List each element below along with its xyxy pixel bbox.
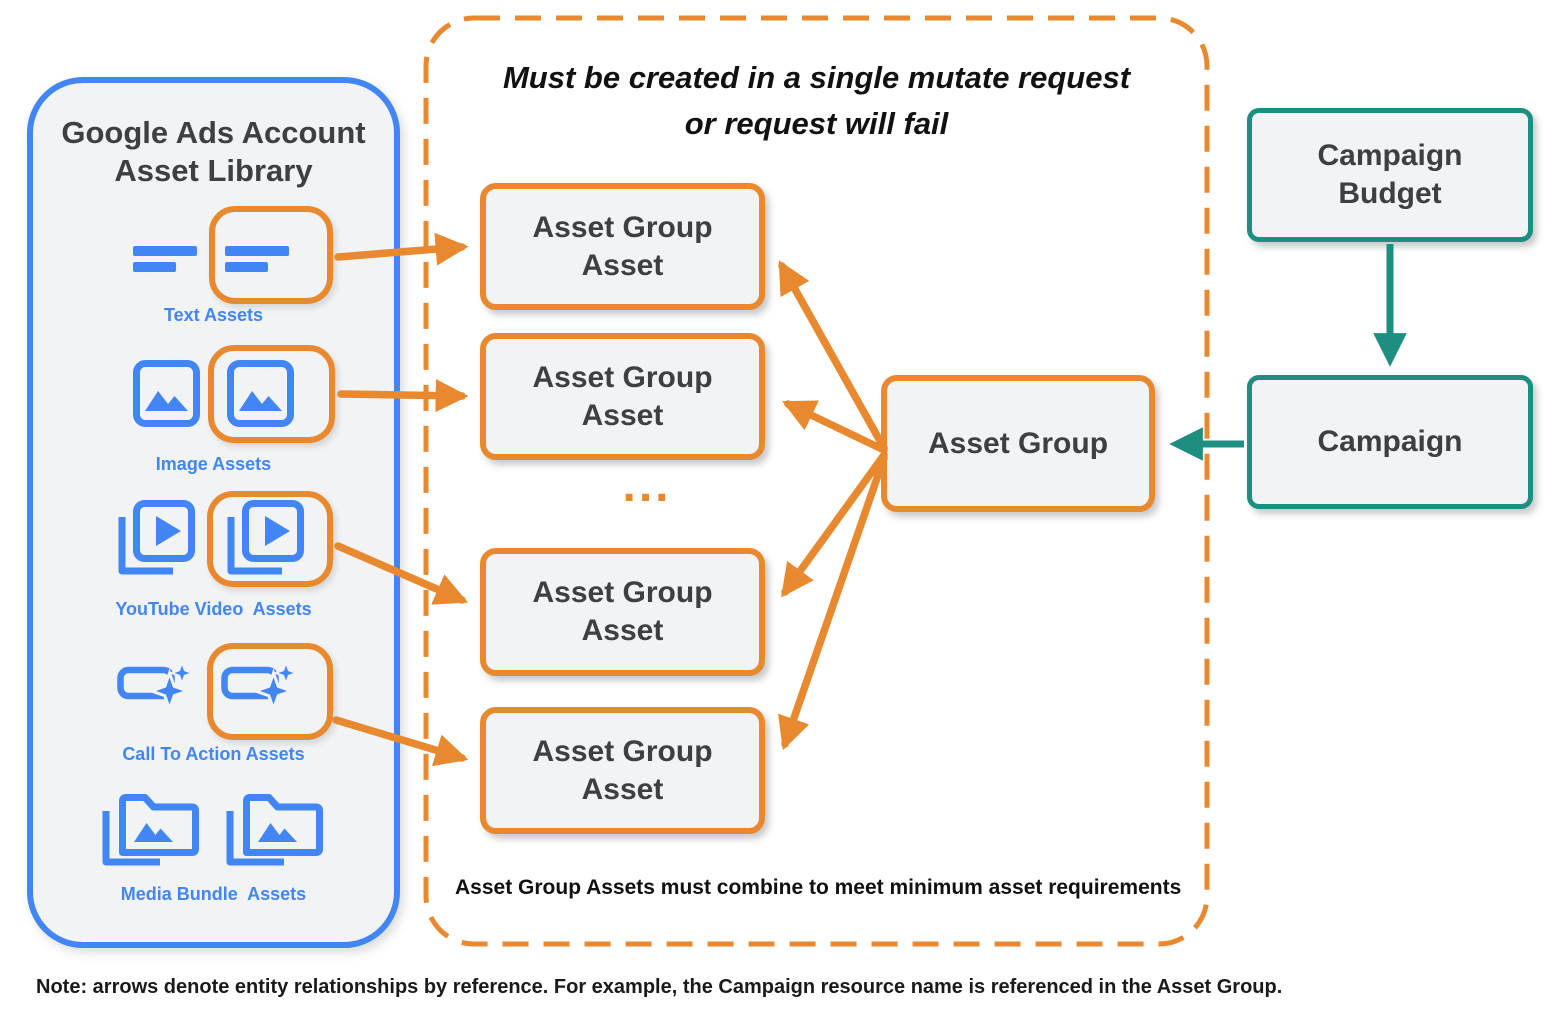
call-to-action-asset-highlight	[207, 643, 333, 740]
call-to-action-assets-label: Call To Action Assets	[122, 744, 305, 764]
campaign-node: Campaign	[1247, 375, 1533, 509]
asset-group-asset-node-2: Asset Group Asset	[480, 333, 765, 460]
asset-group-asset-node-1: Asset Group Asset	[480, 183, 765, 310]
youtube-video-asset-icon	[227, 500, 304, 575]
reference-note: Note: arrows denote entity relationships…	[36, 976, 1283, 998]
more-assets-ellipsis: ...	[622, 459, 672, 512]
image-assets-label: Image Assets	[155, 454, 272, 474]
media-bundle-asset-icon	[102, 794, 199, 866]
text-asset-icon	[225, 246, 289, 272]
media-bundle-asset-icon	[226, 794, 323, 866]
asset-group-asset-label: Asset Group Asset	[532, 360, 713, 432]
text-asset-icon	[133, 246, 197, 272]
youtube-video-asset-highlight	[207, 491, 333, 587]
youtube-video-assets-label: YouTube Video Assets	[115, 599, 312, 619]
asset-group-asset-label: Asset Group Asset	[532, 734, 713, 806]
asset-group-asset-node-4: Asset Group Asset	[480, 707, 765, 834]
campaign-budget-node: Campaign Budget	[1247, 108, 1533, 242]
call-to-action-asset-icon	[117, 664, 195, 706]
asset-group-asset-node-3: Asset Group Asset	[480, 548, 765, 676]
asset-group-asset-label: Asset Group Asset	[532, 576, 713, 647]
mutate-request-title: Must be created in a single mutate reque…	[423, 55, 1210, 147]
asset-group-label: Asset Group	[927, 426, 1109, 460]
image-asset-highlight	[208, 345, 335, 443]
text-assets-label: Text Assets	[163, 305, 264, 325]
mutate-request-title-line1: Must be created in a single mutate reque…	[502, 60, 1131, 95]
asset-group-node: Asset Group	[881, 375, 1155, 512]
asset-library-title-line1: Google Ads Account	[61, 115, 366, 150]
media-bundle-assets-label: Media Bundle Assets	[120, 884, 307, 904]
image-asset-icon	[133, 360, 200, 427]
asset-library-title: Google Ads Account Asset Library	[27, 114, 400, 190]
call-to-action-asset-icon	[221, 664, 299, 706]
campaign-budget-label: Campaign Budget	[1317, 139, 1463, 210]
asset-group-asset-label: Asset Group Asset	[532, 210, 713, 282]
image-asset-icon	[227, 360, 294, 427]
text-asset-highlight	[209, 206, 333, 304]
asset-library-title-line2: Asset Library	[114, 153, 313, 188]
mutate-request-title-line2: or request will fail	[684, 106, 949, 141]
minimum-asset-requirements-note: Asset Group Assets must combine to meet …	[455, 876, 1182, 899]
campaign-label: Campaign	[1317, 425, 1463, 458]
youtube-video-asset-icon	[118, 500, 195, 575]
